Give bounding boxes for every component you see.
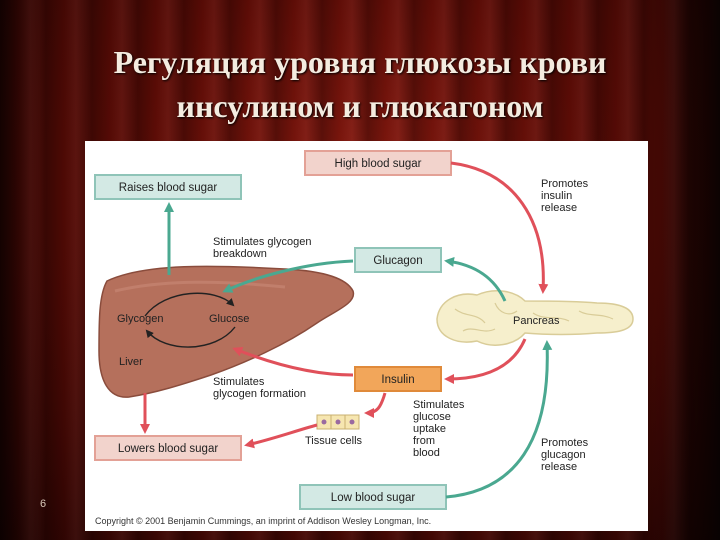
liver-illustration (98, 265, 355, 398)
stimulates-glucose-uptake-text: Stimulates glucose uptake from blood (413, 399, 467, 459)
raises-blood-sugar-label: Raises blood sugar (119, 182, 218, 194)
tissue-cells-text: Tissue cells (305, 435, 363, 447)
copyright-text: Copyright © 2001 Benjamin Cummings, an i… (95, 516, 431, 526)
pancreas-to-glucagon-arrow (444, 256, 507, 302)
right-curtain-shadow (650, 0, 720, 540)
glucagon-box: Glucagon (354, 247, 442, 273)
pancreas-illustration (436, 289, 634, 346)
liver-highlight (114, 280, 286, 293)
insulin-label: Insulin (381, 374, 414, 386)
insulin-to-liver-arrow (232, 346, 354, 377)
glucose-regulation-diagram: High blood sugar Raises blood sugar Gluc… (94, 150, 634, 526)
glucagon-to-liver-arrow (222, 259, 354, 293)
diagram-panel: High blood sugar Raises blood sugar Gluc… (85, 141, 648, 531)
promotes-insulin-release-text: Promotes insulin release (541, 178, 591, 214)
slide-number: 6 (40, 498, 47, 510)
insulin-to-tissue-arrow (364, 392, 387, 418)
glycogen-text: Glycogen (117, 313, 163, 325)
glucose-text: Glucose (209, 313, 249, 325)
glucagon-label: Glucagon (373, 255, 422, 267)
stimulates-glycogen-formation-text: Stimulates glycogen formation (213, 376, 306, 400)
high-blood-sugar-box: High blood sugar (304, 150, 452, 176)
slide-title: Регуляция уровня глюкозы крови инсулином… (70, 40, 650, 128)
pancreas-to-insulin-arrow (444, 338, 527, 384)
low-blood-sugar-box: Low blood sugar (299, 484, 447, 510)
low-blood-sugar-label: Low blood sugar (331, 492, 416, 504)
insulin-box: Insulin (354, 366, 442, 392)
tissue-to-lowers-arrow (244, 423, 318, 449)
low-sugar-to-pancreas-arrow (445, 340, 553, 499)
high-blood-sugar-label: High blood sugar (335, 158, 422, 170)
lowers-blood-sugar-box: Lowers blood sugar (94, 435, 242, 461)
raises-blood-sugar-box: Raises blood sugar (94, 174, 242, 200)
title-line-1: Регуляция уровня глюкозы крови (113, 44, 607, 80)
tissue-cells-illustration (316, 414, 360, 430)
glycogen-to-glucose-arrow (144, 292, 235, 317)
stimulates-glycogen-breakdown-text: Stimulates glycogen breakdown (213, 236, 315, 260)
left-curtain-shadow (0, 0, 40, 540)
lowers-blood-sugar-label: Lowers blood sugar (118, 443, 219, 455)
high-sugar-to-pancreas-arrow (450, 161, 549, 294)
liver-text: Liver (119, 356, 143, 368)
glucose-to-glycogen-arrow (145, 326, 236, 348)
promotes-glucagon-release-text: Promotes glucagon release (541, 437, 591, 473)
pancreas-texture (454, 302, 614, 332)
title-line-2: инсулином и глюкагоном (176, 88, 544, 124)
pancreas-text: Pancreas (513, 315, 560, 327)
